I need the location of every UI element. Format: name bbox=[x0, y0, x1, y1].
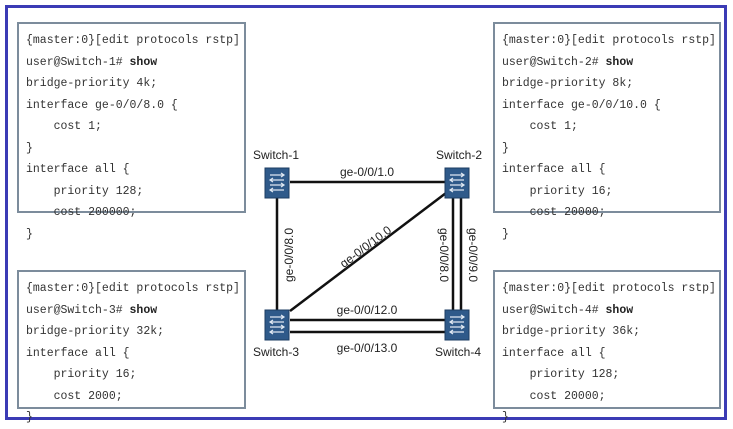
config-line: bridge-priority 4k; bbox=[26, 77, 158, 90]
config-line: } bbox=[502, 411, 509, 424]
config-line: priority 16; bbox=[502, 184, 613, 198]
config-line: priority 128; bbox=[26, 184, 144, 198]
prompt: user@Switch-2# bbox=[502, 55, 606, 69]
config-line: interface all { bbox=[502, 346, 606, 360]
config-box-switch-2: {master:0}[edit protocols rstp] user@Swit… bbox=[493, 22, 721, 241]
prompt-line: user@Switch-3# show bbox=[26, 300, 244, 322]
prompt-line: user@Switch-1# show bbox=[26, 52, 244, 74]
switch-icon-s2 bbox=[444, 167, 470, 199]
command: show bbox=[129, 303, 158, 317]
config-line: } bbox=[26, 411, 33, 424]
config-line: cost 1; bbox=[26, 120, 102, 133]
config-line: bridge-priority 8k; bbox=[502, 77, 634, 90]
config-box-switch-3: {master:0}[edit protocols rstp] user@Swit… bbox=[17, 270, 246, 424]
config-line: cost 20000; bbox=[502, 206, 606, 219]
command: show bbox=[605, 55, 634, 69]
config-box-switch-1: {master:0}[edit protocols rstp] user@Swit… bbox=[17, 22, 246, 241]
config-header: {master:0}[edit protocols rstp] bbox=[502, 34, 716, 47]
config-line: } bbox=[26, 141, 33, 155]
config-line: cost 1; bbox=[502, 120, 578, 133]
switch-icon-s3 bbox=[264, 309, 290, 341]
config-line: bridge-priority 36k; bbox=[502, 325, 641, 338]
link-label-s3-s4-a: ge-0/0/12.0 bbox=[337, 303, 398, 317]
switch-icon-s1 bbox=[264, 167, 290, 199]
link-label-s3-s4-b: ge-0/0/13.0 bbox=[337, 341, 398, 355]
config-header: {master:0}[edit protocols rstp] bbox=[502, 282, 716, 295]
diagram-frame bbox=[5, 5, 727, 420]
config-line: priority 128; bbox=[502, 368, 620, 381]
config-line: } bbox=[26, 227, 33, 241]
config-line: } bbox=[502, 141, 509, 155]
link-label-s1-s2: ge-0/0/1.0 bbox=[340, 165, 394, 179]
config-line: interface all { bbox=[26, 163, 130, 176]
switch-4-label: Switch-4 bbox=[435, 345, 481, 359]
config-header: {master:0}[edit protocols rstp] bbox=[26, 282, 240, 295]
config-line: bridge-priority 32k; bbox=[26, 325, 165, 338]
switch-1-label: Switch-1 bbox=[253, 148, 299, 162]
prompt: user@Switch-3# bbox=[26, 303, 130, 317]
config-line: interface ge-0/0/8.0 { bbox=[26, 98, 178, 112]
config-line: priority 16; bbox=[26, 368, 137, 381]
link-s2-s3 bbox=[289, 192, 447, 312]
config-line: } bbox=[502, 227, 509, 241]
config-line: interface ge-0/0/10.0 { bbox=[502, 98, 661, 112]
switch-3-label: Switch-3 bbox=[253, 345, 299, 359]
config-header: {master:0}[edit protocols rstp] bbox=[26, 34, 240, 47]
command: show bbox=[605, 303, 634, 317]
link-label-s2-s4-a: ge-0/0/8.0 bbox=[437, 228, 451, 282]
link-label-s2-s3: ge-0/0/10.0 bbox=[337, 223, 394, 271]
config-box-switch-4: {master:0}[edit protocols rstp] user@Swit… bbox=[493, 270, 721, 424]
prompt: user@Switch-1# bbox=[26, 55, 130, 69]
command: show bbox=[129, 55, 158, 69]
switch-icon-s4 bbox=[444, 309, 470, 341]
prompt-line: user@Switch-4# show bbox=[502, 300, 719, 322]
config-line: interface all { bbox=[502, 163, 606, 176]
config-line: cost 200000; bbox=[26, 206, 137, 219]
config-line: cost 2000; bbox=[26, 389, 123, 403]
config-line: interface all { bbox=[26, 346, 130, 360]
link-label-s2-s4-b: ge-0/0/9.0 bbox=[466, 228, 480, 282]
prompt-line: user@Switch-2# show bbox=[502, 52, 719, 74]
config-line: cost 20000; bbox=[502, 389, 606, 403]
link-label-s1-s3: ge-0/0/8.0 bbox=[282, 228, 296, 282]
switch-2-label: Switch-2 bbox=[436, 148, 482, 162]
prompt: user@Switch-4# bbox=[502, 303, 606, 317]
